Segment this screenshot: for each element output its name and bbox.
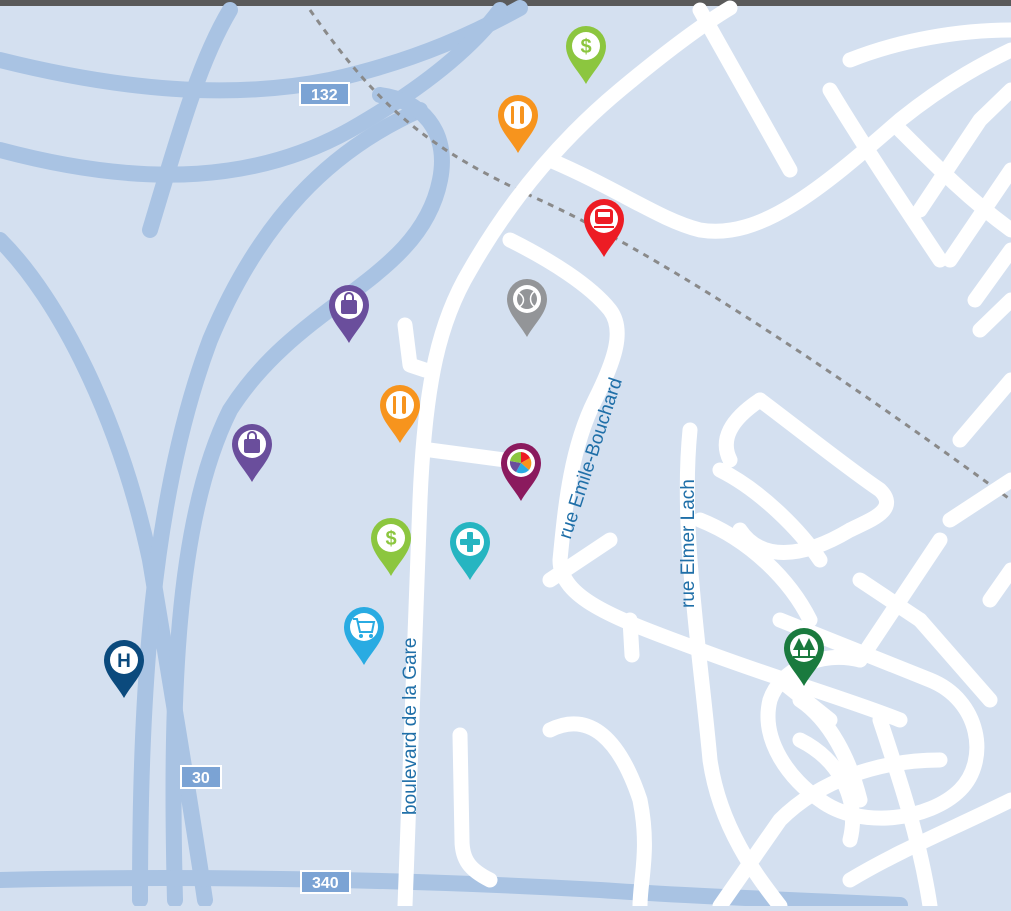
highway-shield-30: 30 (180, 765, 222, 789)
poi-pin-shopping[interactable] (327, 283, 371, 345)
local-roads (397, 0, 1011, 911)
street-label-boulevard-de-la-gare: boulevard de la Gare (400, 637, 421, 815)
shopping-bag-icon (244, 431, 260, 453)
poi-pin-park[interactable] (782, 626, 826, 688)
hospital-icon: H (117, 651, 131, 672)
tree-icon (793, 638, 815, 658)
poi-pin-restaurant[interactable] (496, 93, 540, 155)
fork-knife-icon (393, 396, 406, 414)
shopping-bag-icon (341, 292, 357, 314)
fork-knife-icon (511, 106, 524, 124)
dollar-icon: $ (385, 528, 396, 550)
poi-pin-bank[interactable]: $ (369, 516, 413, 578)
poi-pin-shopping[interactable] (230, 422, 274, 484)
svg-text:H: H (117, 651, 131, 672)
poi-pin-train-station[interactable] (582, 197, 626, 259)
highway-shield-132: 132 (299, 82, 350, 106)
highways (0, 0, 908, 911)
highway-shield-340: 340 (300, 870, 351, 894)
poi-pin-hospital[interactable]: H (102, 638, 146, 700)
poi-pin-bank[interactable]: $ (564, 24, 608, 86)
poi-pin-grocery[interactable] (342, 605, 386, 667)
plus-icon (460, 532, 480, 552)
dollar-icon: $ (580, 36, 591, 58)
poi-pin-restaurant[interactable] (378, 383, 422, 445)
train-icon (594, 209, 614, 228)
svg-text:$: $ (580, 36, 591, 58)
top-bar (0, 0, 1011, 6)
poi-pin-health[interactable] (448, 520, 492, 582)
poi-pin-culture[interactable] (499, 441, 543, 503)
svg-text:$: $ (385, 528, 396, 550)
railway (308, 9, 1011, 502)
poi-pin-sports[interactable] (505, 277, 549, 339)
cart-icon (353, 618, 376, 638)
pinwheel-icon (509, 451, 532, 474)
street-label-rue-elmer-lach: rue Elmer Lach (678, 479, 699, 608)
ball-icon (517, 289, 537, 309)
